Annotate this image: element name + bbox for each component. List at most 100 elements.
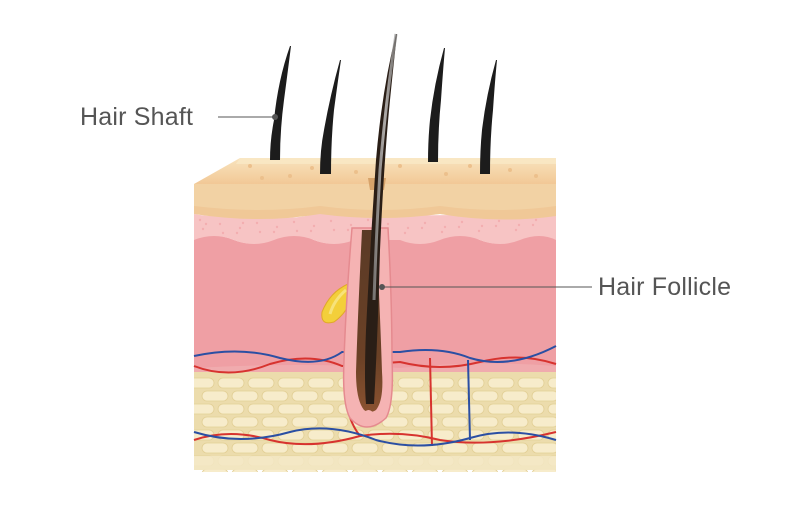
papilla-dot [497, 219, 501, 223]
fat-cell [397, 377, 425, 389]
fat-cell [457, 403, 485, 415]
papilla-dot [201, 227, 205, 231]
fat-cell [501, 390, 529, 402]
fat-cell [531, 442, 556, 454]
fat-cell [381, 468, 409, 472]
fat-cell [217, 377, 245, 389]
fat-cell [501, 416, 529, 428]
fat-cell [291, 442, 319, 454]
fat-cell [441, 442, 469, 454]
papilla-dot [531, 223, 535, 227]
fat-cell [487, 377, 515, 389]
fat-cell [261, 390, 289, 402]
fat-cell [201, 390, 229, 402]
papilla-dot [406, 226, 410, 230]
fat-cell [562, 443, 588, 453]
fat-cell [562, 391, 588, 401]
fat-cell [562, 417, 588, 427]
papilla-dot [312, 224, 316, 228]
skin-pore [398, 164, 402, 168]
hair-shaft-4 [480, 60, 497, 174]
papilla-dot [514, 228, 518, 232]
upper-artery [193, 356, 557, 374]
papilla-dot [241, 221, 245, 225]
papilla-dot [386, 222, 390, 226]
hair-follicle-label: Hair Follicle [598, 273, 732, 301]
hair-shaft-label: Hair Shaft [80, 103, 194, 131]
fat-cell [277, 377, 305, 389]
skin-pore [248, 164, 252, 168]
papilla-dot [494, 224, 498, 228]
fat-cell [411, 468, 439, 472]
fat-cell [201, 442, 229, 454]
fat-cell [231, 468, 259, 472]
fat-cell [261, 468, 289, 472]
papilla-dot [258, 230, 262, 234]
fat-cell [471, 416, 499, 428]
fat-cell [194, 403, 215, 415]
fat-cell [487, 403, 515, 415]
fat-cell [531, 416, 556, 428]
skin-pore [354, 170, 358, 174]
fat-cell [562, 469, 588, 479]
fat-cell [321, 468, 349, 472]
fat-cell [441, 390, 469, 402]
fat-cell [441, 416, 469, 428]
papilla-dot [255, 221, 259, 225]
fat-cell [291, 468, 319, 472]
skin-pore [260, 176, 264, 180]
lower-artery [193, 431, 557, 446]
fat-cell [531, 468, 556, 472]
fat-cell [457, 377, 485, 389]
fat-cell [231, 416, 259, 428]
skin-pore [534, 174, 538, 178]
hair-shaft-3 [428, 48, 445, 162]
fat-cell [471, 468, 499, 472]
fat-cell [307, 377, 335, 389]
fat-cell [277, 403, 305, 415]
papilla-dot [272, 230, 276, 234]
skin-pore [288, 174, 292, 178]
papilla-dot [423, 221, 427, 225]
papilla-dot [292, 220, 296, 224]
papilla-dot [235, 231, 239, 235]
fat-cell [547, 377, 556, 389]
fat-cell [427, 403, 455, 415]
fat-cell [441, 468, 469, 472]
fat-cell [201, 468, 229, 472]
fat-cell [261, 416, 289, 428]
fat-cell [517, 377, 545, 389]
papilla-dot [198, 218, 202, 222]
fat-cell [351, 442, 379, 454]
papilla-dot [403, 231, 407, 235]
papilla-dot [329, 219, 333, 223]
fat-cell [307, 429, 335, 441]
papilla-dot [443, 225, 447, 229]
skin-pore [444, 172, 448, 176]
fat-cell [471, 442, 499, 454]
fat-cell [291, 416, 319, 428]
fat-cell [517, 403, 545, 415]
fat-cell [201, 416, 229, 428]
fat-cell [547, 403, 556, 415]
fat-cell [427, 377, 455, 389]
fat-cell [411, 390, 439, 402]
fat-cell [231, 390, 259, 402]
fat-cell [411, 416, 439, 428]
papilla-dot [366, 218, 370, 222]
hair-shaft-2 [320, 60, 341, 174]
fat-cell [231, 442, 259, 454]
fat-cell [351, 468, 379, 472]
papilla-dot [420, 226, 424, 230]
papilla-dot [534, 218, 538, 222]
fat-cell [247, 377, 275, 389]
papilla-dot [238, 226, 242, 230]
papilla-dot [309, 229, 313, 233]
fat-cell [321, 442, 349, 454]
fat-cell [217, 403, 245, 415]
papilla-dot [480, 224, 484, 228]
fat-cell [291, 390, 319, 402]
fat-cell [471, 390, 499, 402]
papilla-dot [221, 231, 225, 235]
